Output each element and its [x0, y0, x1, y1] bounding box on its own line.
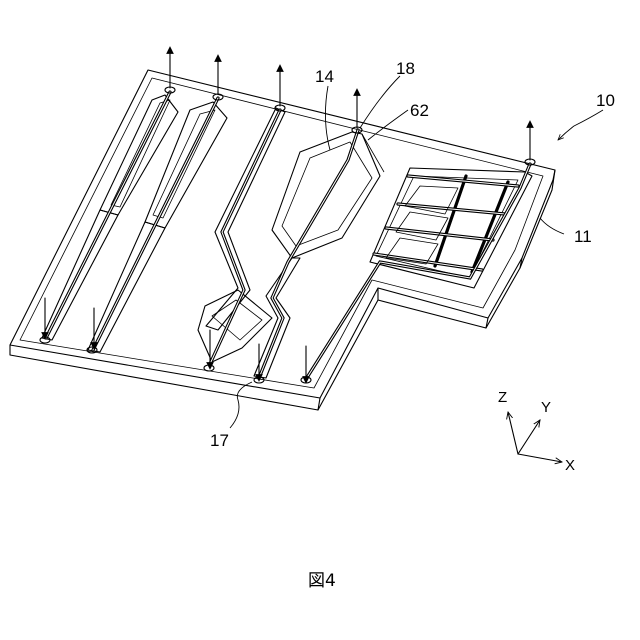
x-axis-arrow — [518, 454, 562, 462]
y-axis-label: Y — [541, 399, 551, 416]
coordinate-axes: Z Y X — [498, 389, 575, 474]
ref-device: 10 — [596, 91, 615, 110]
ref-branch: 62 — [410, 101, 429, 120]
figure-caption: 図4 — [308, 571, 336, 591]
z-axis-arrow — [508, 412, 518, 454]
y-axis-arrow — [518, 420, 540, 454]
ref-substrate: 11 — [574, 227, 592, 246]
ref-electrode: 18 — [396, 59, 415, 78]
channel-1 — [40, 87, 178, 343]
leader-11 — [540, 218, 564, 234]
channel-4 — [254, 127, 384, 383]
channel-5 — [301, 159, 535, 383]
channel-3 — [198, 105, 285, 371]
x-axis-label: X — [565, 457, 575, 474]
z-axis-label: Z — [498, 389, 507, 406]
leader-10 — [558, 110, 603, 140]
substrate — [10, 70, 555, 410]
ref-channel: 17 — [210, 431, 229, 450]
leader-lines — [230, 76, 603, 428]
ref-chamber: 14 — [315, 67, 334, 86]
channel-2 — [87, 94, 227, 353]
leader-17 — [230, 382, 252, 428]
